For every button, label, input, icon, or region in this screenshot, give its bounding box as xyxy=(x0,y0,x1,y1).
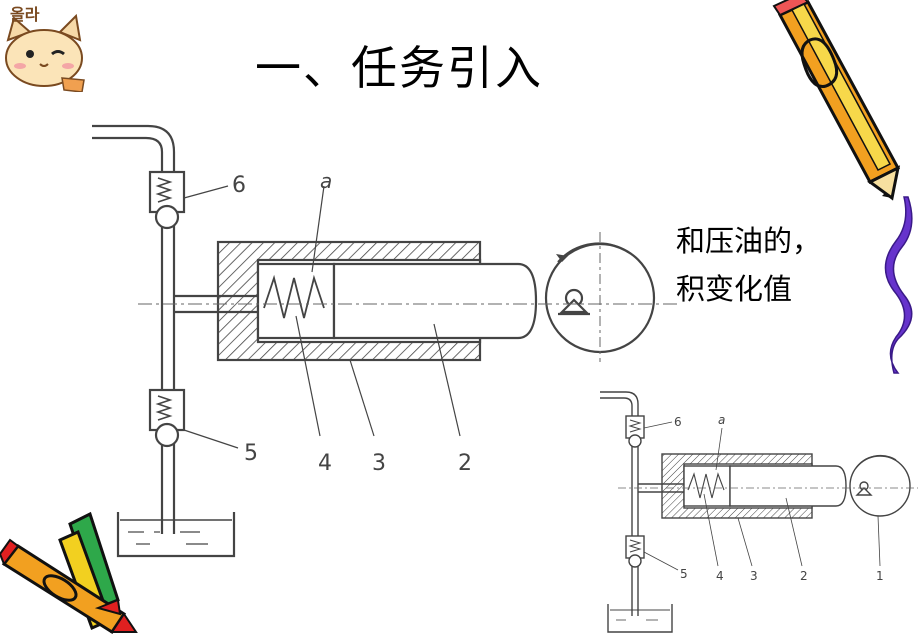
small-label-3: 3 xyxy=(750,569,758,583)
small-label-2: 2 xyxy=(800,569,808,583)
small-label-4: 4 xyxy=(716,569,724,583)
label-5: 5 xyxy=(244,441,258,466)
caption-line-1: 和压油的， xyxy=(676,224,822,258)
mascot-text: 올라 xyxy=(10,5,40,24)
label-3: 3 xyxy=(372,451,386,476)
label-a: a xyxy=(320,169,332,193)
small-label-5: 5 xyxy=(680,567,688,581)
small-label-a: a xyxy=(718,413,725,427)
pencil-icon xyxy=(772,0,901,201)
purple-ribbon-icon xyxy=(884,196,913,374)
small-label-1: 1 xyxy=(876,569,884,583)
pump-diagram-small: 6 a 5 4 3 2 1 xyxy=(600,391,918,633)
small-label-6: 6 xyxy=(674,415,682,429)
caption-line-2: 积变化值 xyxy=(676,272,793,306)
slide-title: 一、任务引入 xyxy=(255,41,543,95)
pump-diagram-large: 6 a 5 4 3 2 xyxy=(92,124,678,558)
label-6: 6 xyxy=(232,173,246,198)
cat-mascot-icon: 올라 xyxy=(5,5,85,92)
label-4: 4 xyxy=(318,451,332,476)
crayon-icon xyxy=(0,511,138,635)
label-2: 2 xyxy=(458,451,472,476)
